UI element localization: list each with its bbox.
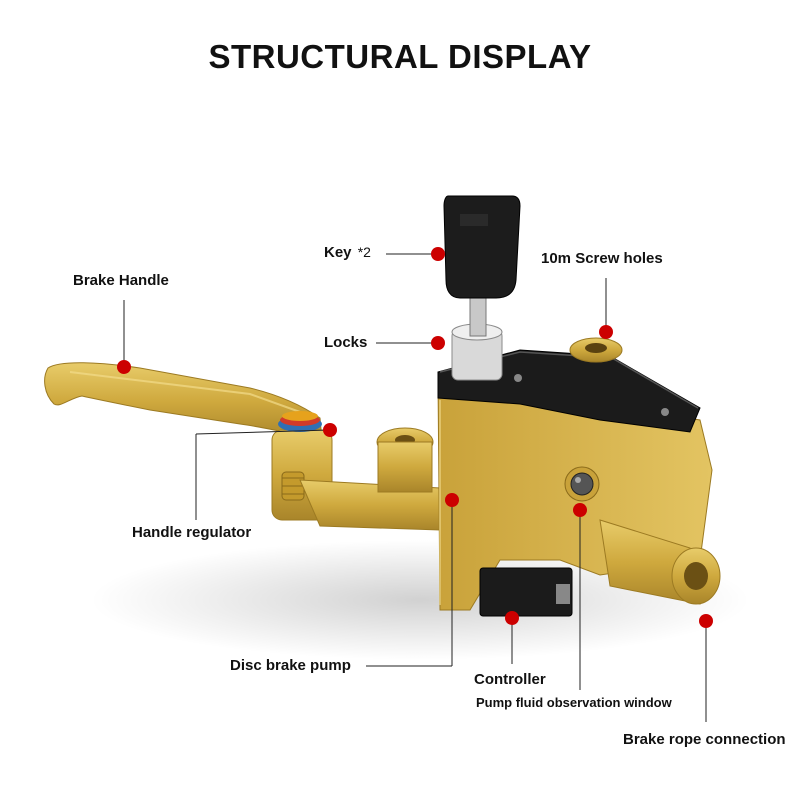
label-key: Key *2 — [324, 244, 371, 261]
marker-screw-holes — [599, 325, 613, 339]
label-observation-window: Pump fluid observation window — [476, 695, 672, 710]
page-title: STRUCTURAL DISPLAY — [208, 38, 592, 75]
marker-disc-brake-pump — [445, 493, 459, 507]
label-disc-brake-pump: Disc brake pump — [230, 657, 351, 674]
marker-brake-handle — [117, 360, 131, 374]
label-brake-handle: Brake Handle — [73, 272, 169, 289]
label-key-text: Key — [324, 244, 352, 261]
label-screw-holes: 10m Screw holes — [541, 250, 663, 267]
brake-handle-ridge — [69, 371, 301, 413]
label-locks: Locks — [324, 334, 368, 351]
label-brake-rope: Brake rope connection — [623, 731, 786, 748]
label-controller: Controller — [474, 671, 546, 688]
key-body — [443, 195, 521, 299]
marker-brake-rope — [699, 614, 713, 628]
floor-shadow — [90, 540, 750, 660]
label-key-qty: *2 — [357, 244, 371, 260]
marker-locks — [431, 336, 445, 350]
label-handle-regulator: Handle regulator — [132, 524, 252, 541]
marker-key — [431, 247, 445, 261]
marker-controller — [505, 611, 519, 625]
leader-lines — [123, 253, 707, 722]
marker-observation-window — [573, 503, 587, 517]
controller-switch — [479, 567, 573, 617]
brake-handle-arm — [44, 362, 323, 441]
marker-handle-regulator — [323, 423, 337, 437]
